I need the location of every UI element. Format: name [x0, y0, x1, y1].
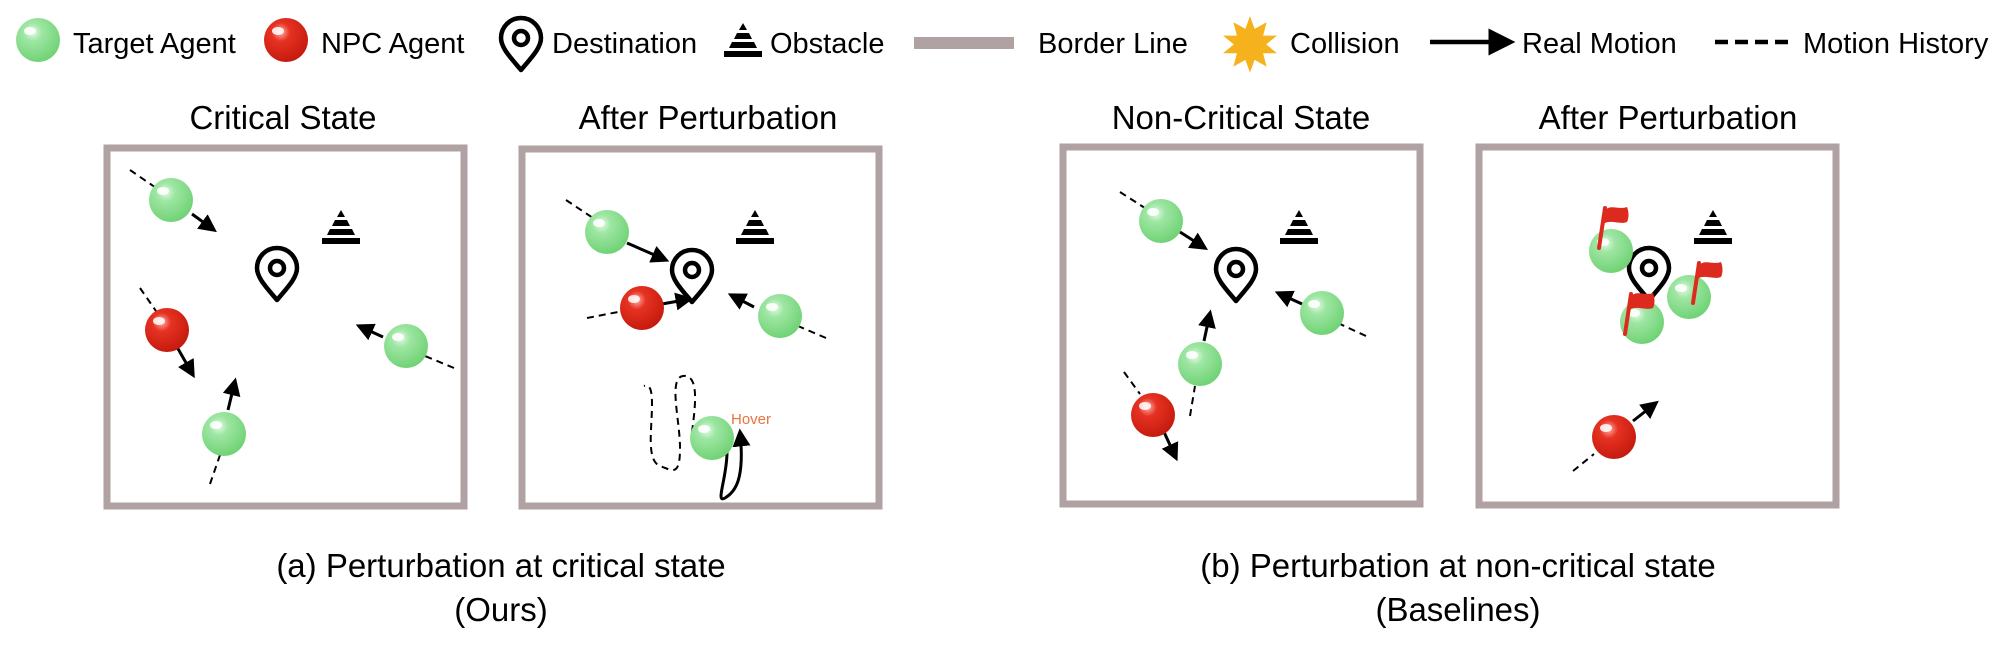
npc-agent: [1131, 393, 1175, 437]
panel-non-critical-state: Non-Critical State: [1059, 99, 1424, 508]
legend-motion-history-label: Motion History: [1803, 28, 1989, 60]
panel-title-after-perturbation: After Perturbation: [1539, 99, 1798, 136]
panel-title-after-perturbation: After Perturbation: [579, 99, 838, 136]
collision-starburst-legend-icon: [1223, 16, 1277, 73]
target-agent: [1139, 199, 1183, 243]
legend-obstacle-label: Obstacle: [770, 28, 884, 60]
npc-agent-legend-icon: [264, 18, 308, 62]
target-agent: [690, 416, 734, 460]
motion-history-trail: [1572, 453, 1595, 472]
panel-title-critical-state: Critical State: [189, 99, 376, 136]
target-agent: [149, 178, 193, 222]
obstacle-cone-legend-icon: [724, 23, 762, 57]
panel-border: [1059, 143, 1424, 508]
target-agent: [1300, 291, 1344, 335]
real-motion-arrows: [1161, 230, 1303, 462]
target-agent: [1667, 275, 1711, 319]
destination-pin-legend-icon: [501, 18, 541, 70]
panel-after-perturbation-b: After Perturbation: [1475, 99, 1840, 509]
npc-agent: [145, 308, 189, 352]
target-agent-legend-icon: [16, 18, 60, 62]
motion-history-trails: [129, 169, 455, 485]
target-agent: [585, 210, 629, 254]
caption-a-line1: (a) Perturbation at critical state: [276, 547, 725, 584]
panel-title-non-critical-state: Non-Critical State: [1112, 99, 1371, 136]
caption-a-line2: (Ours): [454, 591, 548, 628]
real-motion-arrows: [626, 241, 755, 501]
legend-border-line-label: Border Line: [1038, 28, 1188, 60]
target-agent: [1178, 342, 1222, 386]
legend-target-agent-label: Target Agent: [73, 28, 236, 60]
target-agent: [202, 412, 246, 456]
captions: (a) Perturbation at critical state (Ours…: [276, 547, 1715, 628]
panel-after-perturbation-a: After Perturbation Hover: [518, 99, 883, 510]
legend-npc-agent-label: NPC Agent: [321, 28, 464, 60]
caption-b-line2: (Baselines): [1375, 591, 1540, 628]
target-agent: [1589, 229, 1633, 273]
hover-label: Hover: [731, 411, 771, 428]
legend: Target Agent NPC Agent Destination Obsta…: [16, 16, 1989, 73]
legend-destination-label: Destination: [552, 28, 697, 60]
motion-history-trails: [1119, 191, 1367, 417]
legend-real-motion-label: Real Motion: [1522, 28, 1677, 60]
target-agent: [384, 324, 428, 368]
legend-collision-label: Collision: [1290, 28, 1400, 60]
target-agent: [758, 294, 802, 338]
panel-critical-state: Critical State: [103, 99, 468, 510]
real-motion-arrow: [1632, 400, 1659, 423]
npc-agent: [1592, 415, 1636, 459]
motion-history-trails: [565, 199, 827, 471]
npc-agent: [620, 286, 664, 330]
caption-b-line1: (b) Perturbation at non-critical state: [1200, 547, 1715, 584]
real-motion-arrows: [175, 212, 384, 411]
